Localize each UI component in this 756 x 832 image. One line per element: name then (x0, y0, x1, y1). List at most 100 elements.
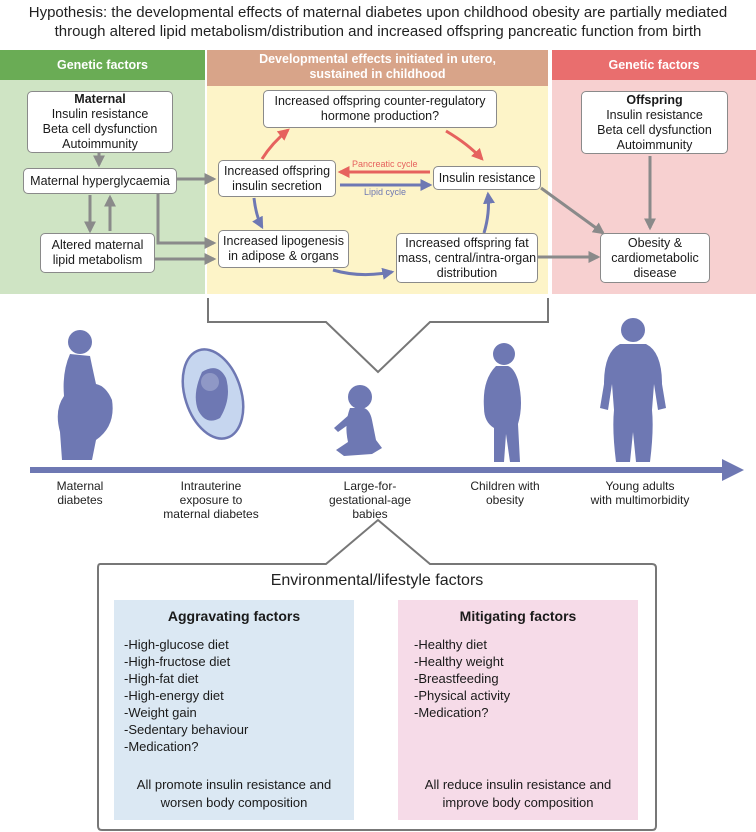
caption-line: Maternal (56, 479, 104, 493)
middle-panel-header: Developmental effects initiated in utero… (207, 50, 548, 86)
mitigating-note-line: improve body composition (442, 795, 594, 810)
obesity-box: Obesity & cardiometabolic disease (600, 233, 710, 283)
mitigating-item: -Healthy weight (414, 654, 504, 669)
aggravating-item: -Sedentary behaviour (124, 722, 249, 737)
timeline-caption-young-adults: Young adults with multimorbidity (575, 479, 705, 507)
lipogenesis-line: Increased lipogenesis (223, 234, 344, 248)
adult-figure (600, 318, 666, 462)
aggravating-item: -High-energy diet (124, 688, 224, 703)
arrow-secretion-to-counter-regulatory (260, 128, 290, 160)
timeline-caption-intrauterine: Intrauterine exposure to maternal diabet… (150, 479, 272, 521)
altered-lipid-box: Altered maternal lipid metabolism (40, 233, 155, 273)
fetus-figure (181, 348, 245, 440)
counter-regulatory-box: Increased offspring counter-regulatory h… (263, 90, 497, 128)
aggravating-item: -Weight gain (124, 705, 197, 720)
environment-title: Environmental/lifestyle factors (270, 572, 484, 589)
timeline-caption-lga-babies: Large-for- gestational-age babies (310, 479, 430, 521)
altered-lipid-line: Altered maternal (51, 238, 144, 252)
insulin-secretion-box: Increased offspring insulin secretion (218, 160, 336, 197)
aggravating-note: All promote insulin resistance and worse… (114, 776, 354, 812)
counter-regulatory-line: Increased offspring counter-regulatory (274, 94, 486, 108)
caption-line: maternal diabetes (163, 507, 259, 521)
caption-line: diabetes (57, 493, 103, 507)
caption-line: Young adults (605, 479, 675, 493)
mitigating-item: -Healthy diet (414, 637, 487, 652)
hypothesis-text: Hypothesis: the developmental effects of… (0, 3, 756, 41)
lipid-cycle-label: Lipid cycle (364, 187, 407, 197)
mitigating-note-line: All reduce insulin resistance and (424, 777, 612, 792)
lipogenesis-box: Increased lipogenesis in adipose & organ… (218, 230, 349, 268)
mitigating-list: -Healthy diet -Healthy weight -Breastfee… (414, 636, 510, 721)
arrow-resistance-to-obesity (540, 186, 605, 235)
caption-line: Intrauterine (180, 479, 242, 493)
caption-line: Children with (470, 479, 540, 493)
aggravating-item: -High-fructose diet (124, 654, 231, 669)
maternal-hyperglycaemia-box: Maternal hyperglycaemia (23, 168, 177, 194)
grey-arrows (84, 153, 656, 265)
obesity-line: Obesity & (627, 235, 683, 250)
lipogenesis-line: in adipose & organs (228, 249, 339, 263)
insulin-secretion-line: Increased offspring (223, 163, 331, 178)
pancreatic-cycle-arrows (260, 128, 484, 178)
timeline-arrowhead (722, 459, 744, 481)
aggravating-item: -High-glucose diet (124, 637, 229, 652)
insulin-resistance-label: Insulin resistance (438, 170, 536, 185)
aggravating-list: -High-glucose diet -High-fructose diet -… (124, 636, 248, 755)
fat-mass-line: distribution (436, 265, 498, 280)
fat-mass-box: Increased offspring fat mass, central/in… (396, 233, 538, 283)
pregnant-woman-figure (57, 330, 113, 460)
baby-figure (334, 385, 382, 456)
aggravating-note-line: worsen body composition (160, 795, 308, 810)
altered-lipid-line: lipid metabolism (52, 253, 143, 267)
arrow-counter-regulatory-to-resistance (445, 129, 484, 161)
mitigating-item: -Medication? (414, 705, 489, 720)
maternal-title: Maternal (74, 92, 126, 106)
arrow-lipogenesis-to-fatmass (332, 267, 395, 280)
hypothesis-line: Hypothesis: the developmental effects of… (28, 4, 728, 21)
fat-mass-line: Increased offspring fat (405, 235, 529, 250)
mitigating-factors-box: Mitigating factors -Healthy diet -Health… (398, 600, 638, 820)
mitigating-note: All reduce insulin resistance and improv… (398, 776, 638, 812)
caption-line: Large-for- (343, 479, 397, 493)
middle-panel-title-line: Developmental effects initiated in utero… (259, 52, 496, 66)
caption-line: obesity (485, 493, 525, 507)
middle-panel-title-line: sustained in childhood (309, 67, 446, 81)
offspring-factor: Insulin resistance (606, 107, 703, 122)
caption-line: with multimorbidity (590, 493, 690, 507)
caption-line: gestational-age (328, 493, 412, 507)
hypothesis-line: through altered lipid metabolism/distrib… (54, 23, 702, 40)
maternal-factor: Insulin resistance (51, 107, 149, 121)
lipid-cycle-arrows (252, 179, 495, 280)
right-genetic-panel: Genetic factors (552, 50, 756, 294)
aggravating-note-line: All promote insulin resistance and (136, 777, 332, 792)
fat-mass-line: mass, central/intra-organ (397, 250, 537, 265)
insulin-secretion-line: insulin secretion (232, 178, 322, 193)
timeline-caption-children-obesity: Children with obesity (450, 479, 560, 507)
arrow-secretion-to-lipogenesis (252, 197, 264, 230)
mitigating-item: -Physical activity (414, 688, 511, 703)
right-panel-header: Genetic factors (552, 50, 756, 80)
aggravating-title: Aggravating factors (167, 608, 301, 624)
timeline-caption-maternal-diabetes: Maternal diabetes (30, 479, 130, 507)
obesity-line: cardiometabolic (611, 250, 699, 265)
offspring-factors-box: Offspring Insulin resistance Beta cell d… (581, 91, 728, 154)
left-panel-header: Genetic factors (0, 50, 205, 80)
maternal-factor: Autoimmunity (62, 137, 138, 151)
maternal-factors-box: Maternal Insulin resistance Beta cell dy… (27, 91, 173, 153)
arrow-hyperglycaemia-to-lipogenesis (156, 192, 217, 249)
aggravating-item: -High-fat diet (124, 671, 199, 686)
offspring-factor: Autoimmunity (616, 137, 693, 152)
timeline-bracket (207, 298, 549, 374)
insulin-resistance-box: Insulin resistance (433, 166, 541, 190)
child-figure (483, 343, 521, 462)
left-panel-title: Genetic factors (56, 58, 148, 72)
caption-line: babies (352, 507, 388, 521)
offspring-factor: Beta cell dysfunction (597, 122, 712, 137)
mitigating-title: Mitigating factors (459, 608, 577, 624)
maternal-factor: Beta cell dysfunction (42, 122, 158, 136)
caption-line: exposure to (179, 493, 243, 507)
counter-regulatory-line: hormone production? (320, 109, 440, 123)
environment-section: Environmental/lifestyle factors Aggravat… (98, 564, 656, 830)
aggravating-factors-box: Aggravating factors -High-glucose diet -… (114, 600, 354, 820)
aggravating-item: -Medication? (124, 739, 199, 754)
